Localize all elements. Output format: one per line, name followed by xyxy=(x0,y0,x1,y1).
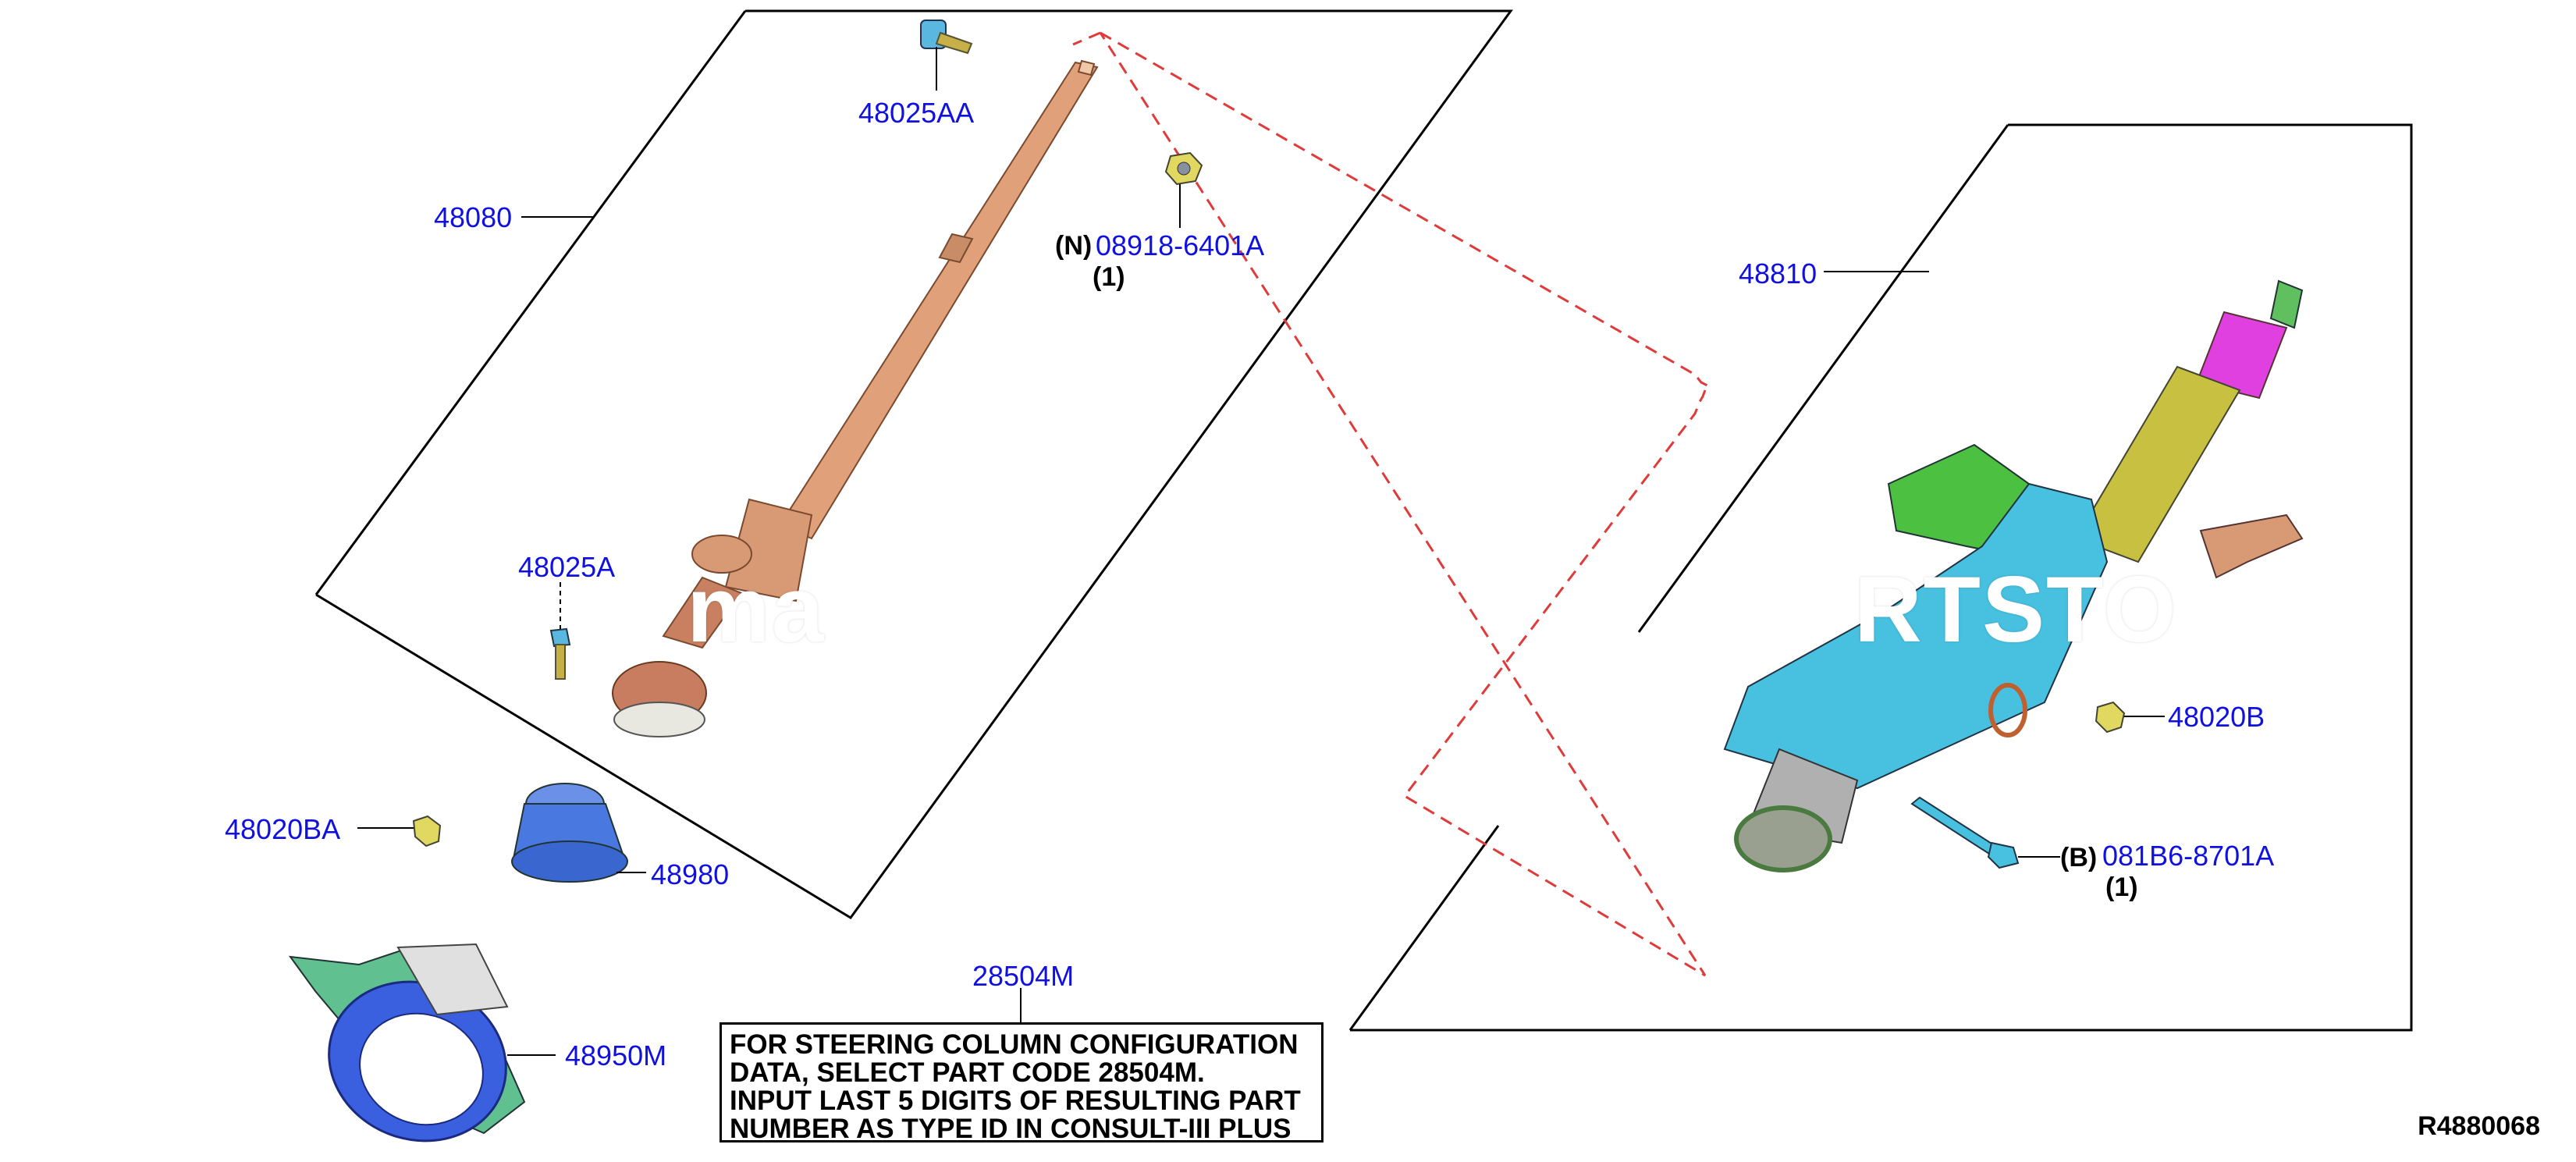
watermark-right: RTSTO xyxy=(1854,557,2178,662)
label-48020BA[interactable]: 48020BA xyxy=(225,813,341,845)
watermark-left: ma xyxy=(687,557,826,662)
label-48980[interactable]: 48980 xyxy=(651,858,730,890)
bolt-48025A[interactable] xyxy=(549,582,571,680)
dashed-relation-outline xyxy=(1099,31,1711,977)
label-48025A[interactable]: 48025A xyxy=(518,551,616,583)
label-081B6-prefix: (B) xyxy=(2060,843,2098,872)
configuration-note: FOR STEERING COLUMN CONFIGURATION DATA, … xyxy=(720,1022,1324,1144)
label-48810[interactable]: 48810 xyxy=(1739,258,1817,290)
bolt-48025AA[interactable] xyxy=(920,20,973,91)
right-assembly-frame xyxy=(1348,123,2413,1032)
label-08918-prefix: (N) xyxy=(1055,231,1093,261)
seal-48950M[interactable] xyxy=(288,943,556,1158)
label-48020B[interactable]: 48020B xyxy=(2168,701,2265,733)
nut-48020B[interactable] xyxy=(2095,701,2165,734)
diagram-reference-code: R4880068 xyxy=(2418,1111,2540,1141)
label-08918-6401A[interactable]: 08918-6401A xyxy=(1096,229,1265,261)
label-48025AA[interactable]: 48025AA xyxy=(858,97,975,129)
intermediate-shaft[interactable] xyxy=(612,59,1099,737)
note-line: NUMBER AS TYPE ID IN CONSULT-III PLUS xyxy=(730,1114,1292,1144)
label-48950M[interactable]: 48950M xyxy=(565,1039,667,1071)
bolt-081B6-8701A[interactable] xyxy=(1910,796,2060,869)
label-081B6-8701A[interactable]: 081B6-8701A xyxy=(2102,840,2275,872)
label-081B6-qty: (1) xyxy=(2105,872,2138,902)
steering-column-assembly[interactable] xyxy=(1723,271,2304,872)
label-28504M[interactable]: 28504M xyxy=(972,960,1075,992)
left-assembly-frame xyxy=(314,9,1513,919)
label-08918-qty: (1) xyxy=(1093,262,1125,292)
nut-48020BA[interactable] xyxy=(357,815,442,848)
note-line: INPUT LAST 5 DIGITS OF RESULTING PART xyxy=(730,1086,1301,1116)
note-line: DATA, SELECT PART CODE 28504M. xyxy=(730,1057,1205,1088)
note-line: FOR STEERING COLUMN CONFIGURATION xyxy=(730,1029,1299,1060)
nut-08918-6401A[interactable] xyxy=(1164,151,1203,228)
boot-48980[interactable] xyxy=(511,783,646,883)
label-48080[interactable]: 48080 xyxy=(434,201,513,233)
dashed-relation-outline-edge xyxy=(1072,31,1101,46)
